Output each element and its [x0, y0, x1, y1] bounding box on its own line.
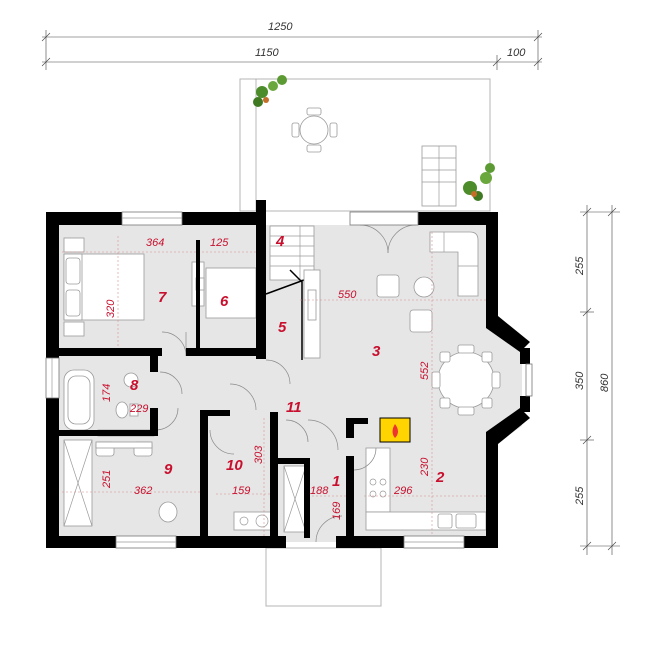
dim-right-total: 860 [599, 373, 611, 392]
room-2-width: 230 [419, 457, 431, 477]
room-8-length: 174 [101, 384, 113, 402]
table-icon [431, 344, 501, 416]
top-dimension-lines: 1250 1150 100 [41, 21, 543, 70]
room-number-1: 1 [332, 473, 340, 490]
plant-icon [253, 75, 287, 107]
room-8-width: 229 [129, 403, 148, 415]
room-3-width: 550 [338, 289, 357, 301]
room-number-4: 4 [275, 233, 285, 250]
room-number-2: 2 [435, 469, 445, 486]
room-2-length: 296 [393, 485, 413, 497]
room-3-length: 552 [419, 362, 431, 380]
room-6-width: 125 [210, 237, 229, 249]
walls [46, 200, 530, 548]
room-9-width: 362 [134, 485, 152, 497]
sun-lounger-icon [421, 145, 457, 207]
dim-top-left: 1150 [255, 47, 280, 59]
plant-icon [463, 163, 495, 201]
door-swings [155, 224, 417, 543]
terrace [239, 78, 491, 212]
stairs-icon [265, 225, 321, 360]
room-number-6: 6 [220, 293, 229, 310]
room-1-length: 169 [331, 502, 343, 520]
sofa-icon [429, 231, 479, 297]
entrance-porch [265, 547, 382, 607]
room-number-7: 7 [158, 289, 167, 306]
room-1-width: 188 [310, 485, 329, 497]
room-7-length: 320 [105, 299, 117, 318]
room-labels: 1 188 169 2 230 296 3 550 552 4 5 6 125 … [101, 233, 445, 520]
room-7-width: 364 [146, 237, 164, 249]
wardrobe-icon [205, 267, 257, 319]
dim-right-1: 255 [574, 256, 586, 276]
room-number-8: 8 [130, 377, 139, 394]
windows [45, 211, 533, 549]
sink-icon [437, 513, 477, 529]
room-number-9: 9 [164, 461, 173, 478]
chair-icon [376, 274, 435, 333]
closet-icon [283, 465, 307, 533]
room-number-10: 10 [226, 457, 243, 474]
laundry-fixtures [233, 511, 275, 531]
room-number-11: 11 [286, 399, 302, 416]
dim-top-right: 100 [507, 47, 526, 59]
room-number-5: 5 [278, 319, 287, 336]
bathroom-fixtures [63, 439, 178, 527]
room-dimension-lines [62, 232, 486, 540]
right-dimension-lines: 255 350 255 860 [574, 205, 620, 555]
room-10-length: 303 [253, 445, 265, 464]
dim-top-total: 1250 [268, 21, 293, 33]
room-9-length: 251 [101, 470, 113, 489]
terrace-table-icon [291, 107, 338, 153]
dim-right-3: 255 [574, 486, 586, 506]
bathtub-icon [63, 369, 95, 431]
fireplace-icon [379, 417, 411, 443]
room-number-3: 3 [372, 343, 381, 360]
dim-right-2: 350 [574, 371, 586, 390]
bed-icon [63, 237, 145, 337]
room-10-width: 159 [232, 485, 250, 497]
